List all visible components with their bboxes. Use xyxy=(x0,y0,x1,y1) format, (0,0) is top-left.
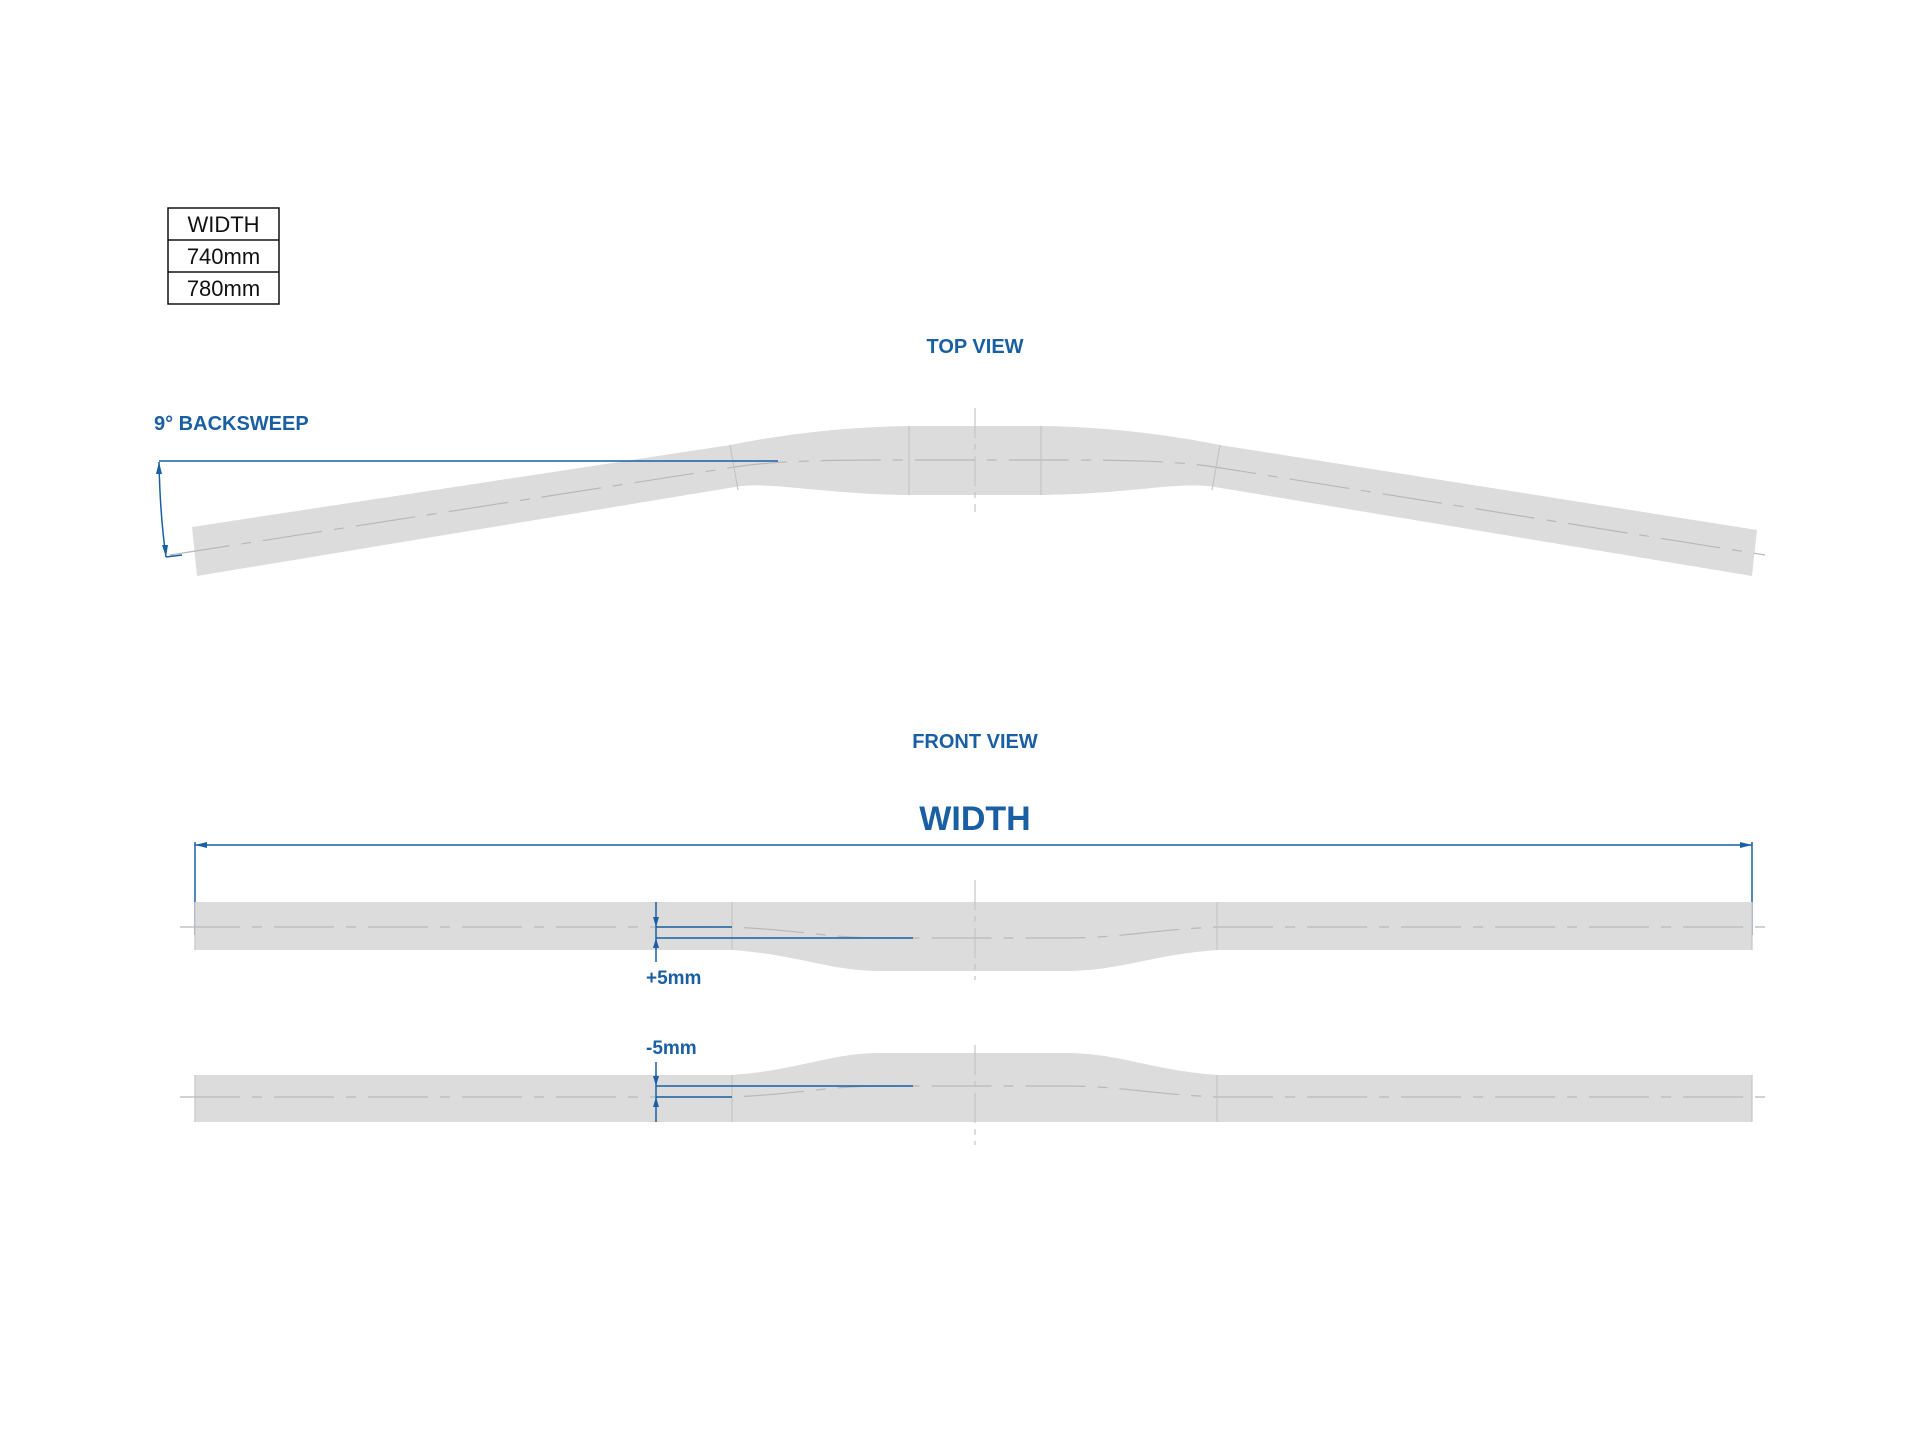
front-view-title: FRONT VIEW xyxy=(912,731,1038,753)
width-table-header: WIDTH xyxy=(187,212,259,237)
top-view-title: TOP VIEW xyxy=(926,336,1023,358)
width-table-row-780: 780mm xyxy=(187,276,260,301)
top-view-bar xyxy=(169,408,1766,576)
rise-minus-dimension xyxy=(653,1062,913,1122)
backsweep-dimension xyxy=(156,460,778,558)
front-view-bar-rise-plus xyxy=(180,902,1770,971)
width-table: WIDTH 740mm 780mm xyxy=(167,207,280,305)
width-table-row-740: 740mm xyxy=(187,244,260,269)
front-view-bar-rise-minus xyxy=(180,1053,1770,1122)
rise-minus-label: -5mm xyxy=(646,1038,697,1059)
backsweep-label: 9° BACKSWEEP xyxy=(154,413,309,435)
width-dimension-label: WIDTH xyxy=(919,800,1030,838)
rise-plus-dimension xyxy=(653,902,913,962)
rise-plus-label: +5mm xyxy=(646,968,701,989)
